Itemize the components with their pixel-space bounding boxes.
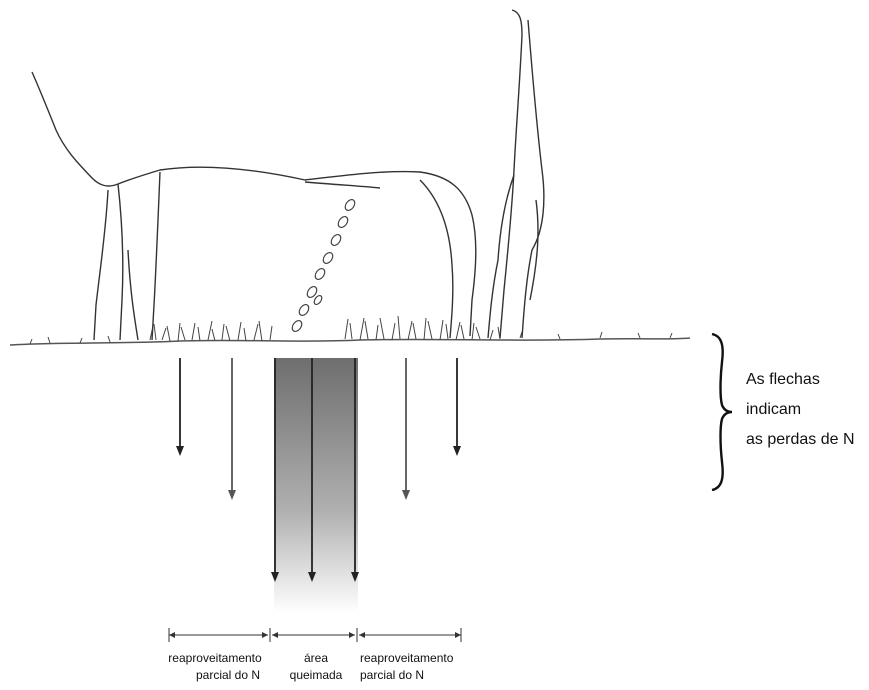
tree-icon (487, 9, 545, 339)
zone-label-right: reaproveitamento parcial do N (360, 650, 480, 684)
ground-line (9, 337, 691, 346)
zone-label-left-line2: parcial do N (195, 668, 261, 682)
legend-line-1: As flechas (746, 371, 820, 388)
burned-area (274, 358, 358, 613)
cow-silhouette-icon (31, 71, 477, 341)
legend-line-2: indicam (746, 401, 802, 418)
zone-dimension-lines (168, 628, 462, 642)
zone-label-right-line1: reaproveitamento (360, 651, 454, 665)
zone-label-center: área queimada (278, 650, 354, 684)
grass-tuft-icon (29, 315, 673, 345)
zone-label-center-line1: área (303, 651, 329, 665)
zone-label-left: reaproveitamento parcial do N (152, 650, 278, 684)
curly-brace-icon (711, 332, 733, 492)
zone-label-right-line2: parcial do N (360, 668, 425, 682)
down-arrow-icon (176, 358, 461, 582)
legend-line-3: as perdas de N (746, 431, 855, 448)
dung-droplets-icon (291, 198, 356, 333)
zone-label-left-line1: reaproveitamento (168, 651, 262, 665)
zone-label-center-line2: queimada (289, 668, 343, 682)
